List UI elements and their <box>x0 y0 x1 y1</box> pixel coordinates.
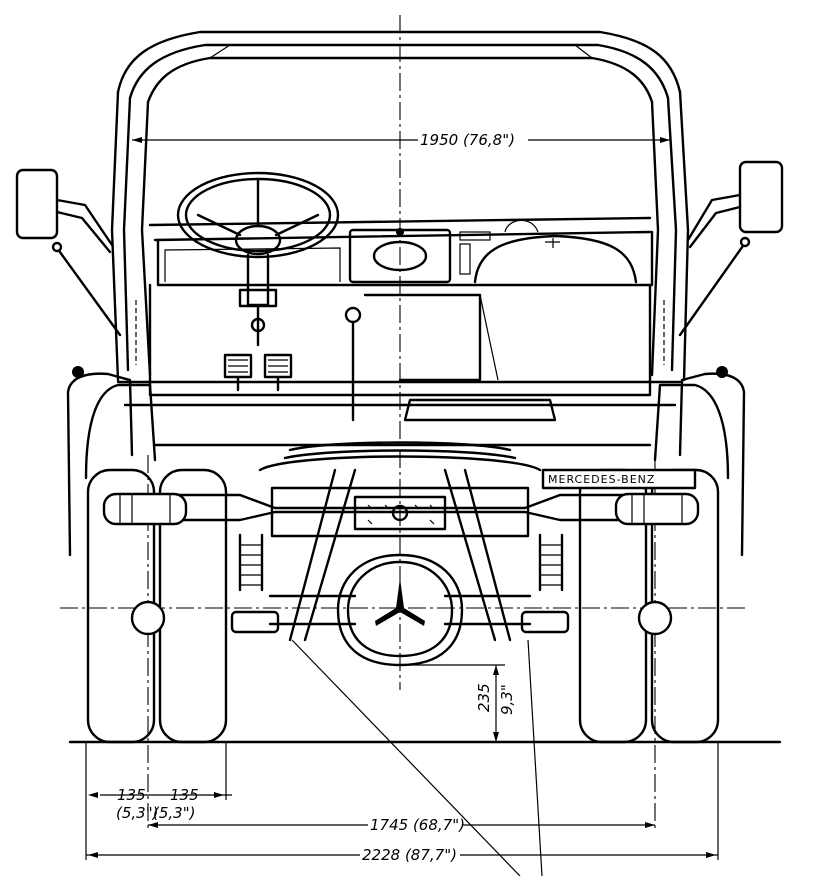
left-mirror <box>15 168 122 337</box>
left-lamp <box>102 492 188 526</box>
leader-lines <box>291 639 543 876</box>
overall-width-dimension: 2228 (87,7") <box>86 742 719 864</box>
steering-wheel <box>176 171 340 347</box>
brand-plate: MERCEDES-BENZ <box>541 468 697 490</box>
wheel-offset-left: 135 <box>117 786 146 804</box>
cab-pillars <box>110 90 690 382</box>
brand-plate-text: MERCEDES-BENZ <box>548 473 655 486</box>
ground-clearance-in: 9,3" <box>498 684 516 715</box>
track-width-dimension: 1745 (68,7") <box>148 816 655 834</box>
springs <box>238 468 564 642</box>
ground-clearance-mm: 235 <box>475 683 493 712</box>
dashboard <box>148 216 654 287</box>
cab-width-label: 1950 (76,8") <box>420 131 515 149</box>
right-mirror <box>678 160 784 337</box>
cab-floor <box>116 283 682 447</box>
leaf-spring <box>258 441 542 472</box>
right-fender <box>653 366 746 557</box>
gear-lever <box>344 293 499 422</box>
right-lamp <box>614 492 700 526</box>
left-fender <box>66 366 157 557</box>
right-hub <box>637 600 673 636</box>
wheel-offset-dimensions: 135 135 (5,3") (5,3") <box>85 742 232 860</box>
overall-width-label: 2228 (87,7") <box>362 846 457 864</box>
cab-roof <box>116 30 682 104</box>
center-lines <box>60 15 745 830</box>
wheel-offset-right: 135 <box>170 786 199 804</box>
cab-width-dimension: 1950 (76,8") <box>132 131 670 149</box>
front-axle <box>148 486 652 538</box>
mercedes-star-icon <box>375 578 425 626</box>
wheel-offset-left-in: (5,3") <box>116 804 158 822</box>
track-width-label: 1745 (68,7") <box>370 816 465 834</box>
pedals <box>223 353 293 392</box>
ground-clearance-dimension: 235 9,3" <box>400 664 516 742</box>
wheel-offset-right-in: (5,3") <box>153 804 195 822</box>
left-hub <box>130 600 166 636</box>
